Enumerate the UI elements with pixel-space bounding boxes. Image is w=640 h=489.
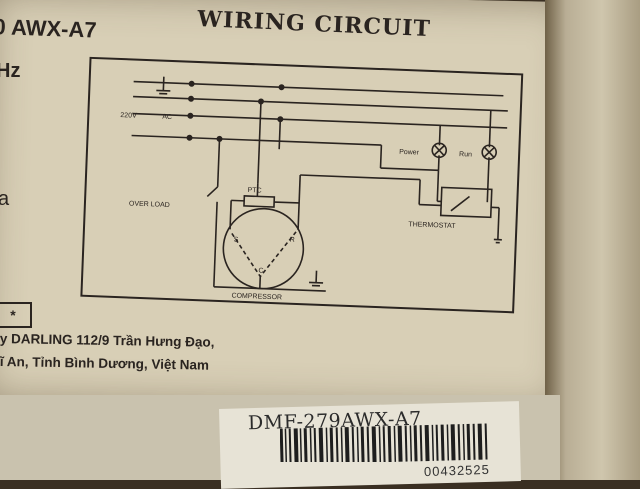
junction-dot (189, 96, 194, 101)
terminal-c-label: C (258, 267, 263, 274)
supply-line-3 (132, 136, 382, 146)
compressor-label: COMPRESSOR (231, 292, 282, 301)
terminal-s-label: S (234, 236, 239, 243)
ac-label: AC (162, 114, 172, 121)
barcode-graphic (280, 418, 500, 462)
serial-number-partial: 00432525 (424, 462, 490, 479)
ptc-label: PTC (247, 187, 261, 195)
diagram-frame (81, 58, 522, 312)
thermostat-label: THERMOSTAT (408, 221, 456, 230)
thermostat-box (441, 187, 492, 217)
ptc-element (244, 196, 274, 207)
terminal-r-label: R (290, 237, 295, 244)
overload-label: OVER LOAD (129, 200, 170, 209)
run-label: Run (459, 151, 472, 158)
compressor-circle (222, 207, 305, 290)
junction-dot (188, 113, 193, 118)
junction-dot (187, 135, 192, 140)
power-label: Power (399, 149, 420, 157)
junction-dot (279, 85, 284, 90)
junction-dot (189, 81, 194, 86)
voltage-label: 220V (120, 112, 137, 120)
